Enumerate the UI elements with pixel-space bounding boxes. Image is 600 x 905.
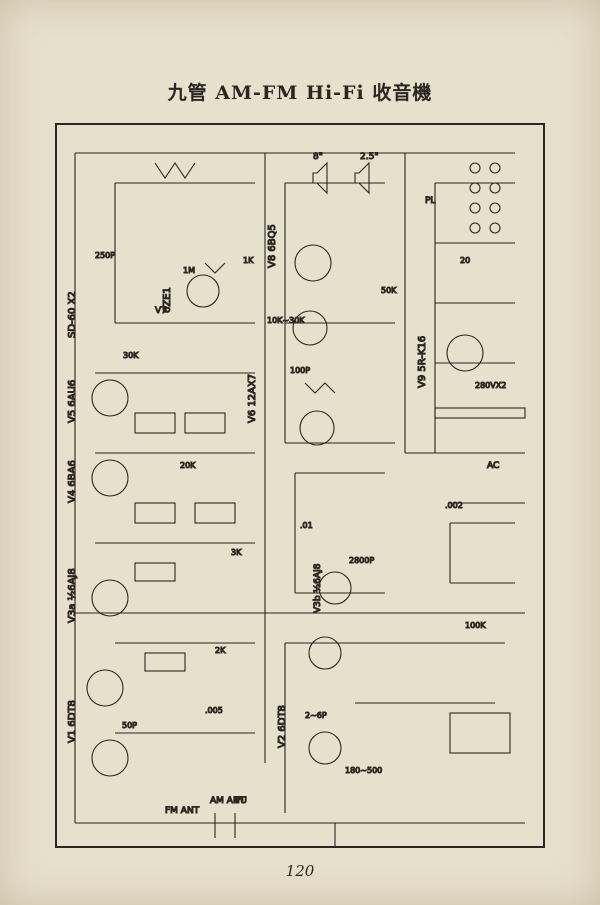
label-c01: .01 bbox=[300, 521, 313, 530]
label-v6a: V6 12AX7 bbox=[247, 374, 258, 423]
label-c2800p: 2800P bbox=[349, 556, 374, 565]
tube-v5 bbox=[91, 379, 129, 417]
label-v8: V8 6BQ5 bbox=[267, 224, 278, 268]
label-speaker-2: 2.5" bbox=[360, 152, 378, 162]
label-c100p: 100P bbox=[290, 366, 310, 375]
schematic-frame bbox=[55, 123, 545, 848]
tube-v2-bottom bbox=[308, 731, 342, 765]
radio-schematic: SD-60 X2 V5 6AU6 V4 6BA6 V3a ½6AJ8 V1 6D… bbox=[65, 151, 526, 848]
tube-v2-top bbox=[308, 636, 342, 670]
label-r10k-30k: 10K~30K bbox=[267, 316, 305, 325]
label-v7: V7 bbox=[155, 306, 167, 316]
pilot-lamps bbox=[469, 162, 501, 234]
tube-v3 bbox=[91, 579, 129, 617]
label-c20: 20 bbox=[460, 256, 470, 265]
coils bbox=[134, 407, 526, 754]
label-sd60: SD-60 X2 bbox=[67, 291, 78, 338]
label-r20k: 20K bbox=[180, 461, 196, 470]
tube-v6a-bottom bbox=[299, 410, 335, 446]
tube-v3b bbox=[318, 571, 352, 605]
tube-v8 bbox=[294, 244, 332, 282]
label-r2-6p: 2~6P bbox=[305, 711, 327, 720]
label-v2: V2 6DT8 bbox=[277, 705, 288, 748]
label-v9: V9 5R-K16 bbox=[417, 336, 428, 388]
speaker-icon bbox=[312, 161, 370, 195]
label-v4: V4 6BA6 bbox=[67, 460, 78, 503]
label-r50k: 50K bbox=[381, 286, 397, 295]
label-fm-ant: FM ANT bbox=[165, 806, 200, 816]
tube-v6a-top bbox=[292, 310, 328, 346]
label-pl: PL bbox=[425, 196, 435, 206]
page-number: 120 bbox=[285, 862, 315, 880]
tube-v1-top bbox=[86, 669, 124, 707]
label-v280: 280VX2 bbox=[475, 381, 506, 390]
label-r1k: 1K bbox=[243, 256, 254, 265]
label-r30k: 30K bbox=[123, 351, 139, 360]
label-r180-500: 180~500 bbox=[345, 766, 382, 775]
label-c50p: 50P bbox=[122, 721, 137, 730]
label-r3k: 3K bbox=[231, 548, 242, 557]
label-c005: .005 bbox=[205, 706, 223, 715]
label-r2k: 2K bbox=[215, 646, 226, 655]
label-v3: V3a ½6AJ8 bbox=[66, 568, 78, 623]
tube-v7 bbox=[186, 274, 220, 308]
label-ac: AC bbox=[487, 461, 499, 471]
label-am-ant: AM ANT bbox=[210, 796, 246, 806]
label-r1m: 1M bbox=[183, 266, 195, 275]
label-r100k: 100K bbox=[465, 621, 486, 630]
label-c002: .002 bbox=[445, 501, 463, 510]
label-c250p: 250P bbox=[95, 251, 115, 260]
page-title: 九管 AM-FM Hi-Fi 收音機 bbox=[167, 82, 433, 104]
tube-v4 bbox=[91, 459, 129, 497]
label-ze1: 6ZE1 bbox=[162, 287, 173, 313]
label-v3b: V3b ½6AJ8 bbox=[313, 563, 323, 613]
label-speaker-1: 8" bbox=[313, 152, 323, 162]
label-pu: PU bbox=[235, 796, 247, 806]
label-v1: V1 6DT8 bbox=[67, 700, 78, 743]
label-v5: V5 6AU6 bbox=[67, 380, 78, 423]
tube-v9 bbox=[446, 334, 484, 372]
tube-v1-bottom bbox=[91, 739, 129, 777]
